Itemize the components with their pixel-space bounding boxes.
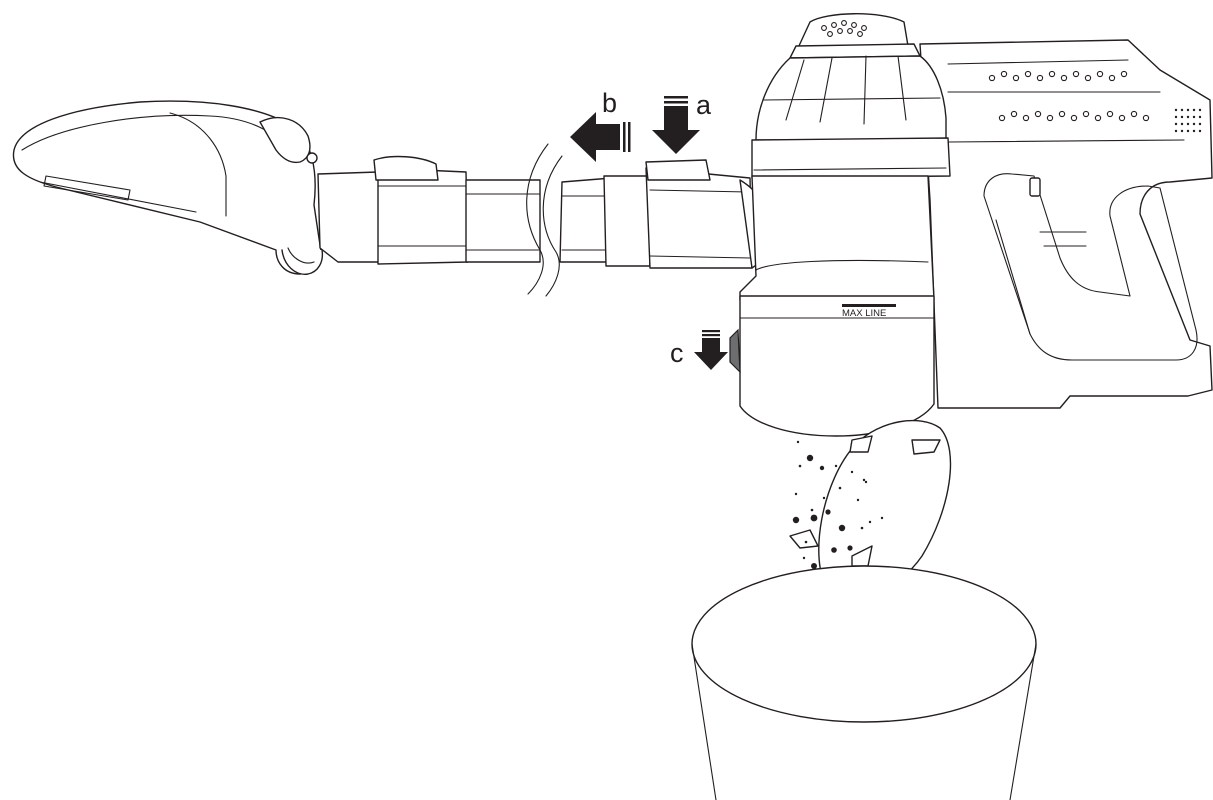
step-label-c: c xyxy=(670,338,684,368)
dust-cup-release-button xyxy=(729,328,741,374)
arrow-c-press-down: c xyxy=(670,330,728,370)
arrow-down-icon xyxy=(652,106,700,154)
step-label-b: b xyxy=(602,88,617,118)
arrow-left-icon xyxy=(570,112,620,162)
arrow-a-press-down: a xyxy=(652,90,712,154)
dust-cup-lid xyxy=(789,419,952,607)
extension-tube xyxy=(317,143,773,297)
trash-bin xyxy=(691,565,1037,800)
arrow-b-pull-left: b xyxy=(570,88,631,162)
arrow-down-icon xyxy=(694,338,728,370)
max-line-label: MAX LINE xyxy=(842,308,886,319)
vacuum-body: MAX LINE xyxy=(729,13,1213,437)
step-label-a: a xyxy=(696,90,712,120)
brush-nozzle xyxy=(12,100,350,275)
